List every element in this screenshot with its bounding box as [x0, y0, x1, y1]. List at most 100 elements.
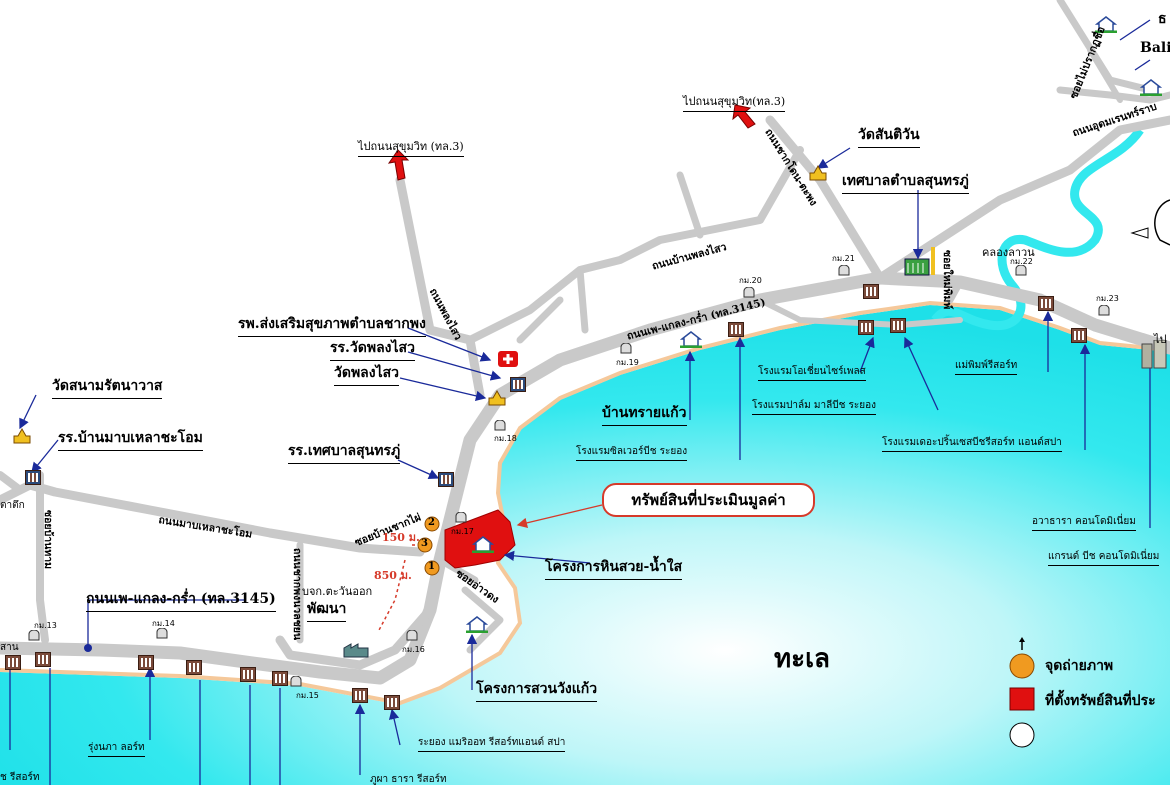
hotel-icon: [384, 695, 400, 710]
label-palm-marine: โรงแรมปาล์ม มาลีบีช ระยอง: [752, 398, 877, 415]
km-label: กม.19: [616, 358, 639, 367]
label-school-municipal: รร.เทศบาลสุนทรภู่: [288, 440, 401, 464]
house-icon: [466, 616, 488, 633]
km-post-icon: [1015, 265, 1027, 276]
road-label-soi-left: ซอยบ้านทาม: [42, 510, 54, 570]
distance-850: 850 ม.: [374, 569, 412, 582]
label-road-phe-klaeng-left: ถนนเพ-แกลง-กร่ำ (ทล.3145): [86, 588, 276, 612]
legend-photo-label: จุดถ่ายภาพ: [1045, 658, 1114, 674]
river: [931, 127, 1144, 331]
km-label: กม.15: [296, 691, 319, 700]
hotel-icon: [858, 320, 874, 335]
label-project-hin: โครงการหินสวย-น้ำใส: [545, 556, 683, 580]
label-to-sukhumvit-right: ไปถนนสุขุมวิท(ทล.3): [683, 92, 786, 112]
label-wat-santiwan: วัดสันติวัน: [858, 124, 920, 148]
callout-leader: [516, 504, 603, 528]
distance-150: 150 ม.: [382, 531, 420, 544]
label-rung-kanda: รุ่งนภา ลอร์ท: [88, 740, 145, 757]
condo-icon: [1141, 340, 1167, 369]
temple-icon: [488, 390, 506, 406]
label-avatara: อวาธารา คอนโดมิเนี่ยม: [1032, 514, 1136, 531]
legend-subject-symbol: [1009, 687, 1035, 711]
photo-point-3: [417, 537, 433, 553]
km-post-icon: [156, 628, 168, 639]
km-label: กม.14: [152, 619, 175, 628]
photo-point-number: 3: [421, 538, 428, 549]
hotel-icon: [1071, 328, 1087, 343]
km-post-icon: [620, 343, 632, 354]
label-phuna: ภูผา ธารา รีสอร์ท: [370, 772, 447, 785]
hotel-icon: [728, 322, 744, 337]
label-municipality: เทศบาลตำบลสุนทรภู่: [842, 170, 969, 194]
photo-point-number: 2: [428, 517, 435, 528]
hotel-icon: [5, 655, 21, 670]
km-label: กม.16: [402, 645, 425, 654]
location-dot: [84, 644, 92, 652]
photo-points: [417, 516, 440, 576]
hotel-icon: [890, 318, 906, 333]
label-khlong: คลองลาวน: [982, 246, 1035, 259]
hotel-icon: [352, 688, 368, 703]
label-top-right: ธ: [1158, 11, 1167, 27]
road-label-soi-khlong: ซอยใหม่พิมพ์: [941, 250, 953, 310]
house-icon: [680, 331, 702, 348]
road-network: [0, 0, 1170, 685]
school-icon: [438, 472, 454, 487]
km-post-icon: [494, 420, 506, 431]
hospital-icon: [498, 351, 518, 367]
label-resort-left: ช รีสอร์ท: [0, 772, 40, 783]
legend-empty-symbol: [1009, 722, 1035, 748]
label-silver-beach: โรงแรมซิลเวอร์บีช ระยอง: [576, 444, 688, 461]
hotel-icon: [138, 655, 154, 670]
km-label: กม.22: [1010, 257, 1033, 266]
sea-label: ทะเล: [774, 644, 830, 674]
label-bali: Bali I: [1140, 40, 1170, 56]
label-ocean-sky: โรงแรมโอเชี่ยนไซร์เพลส: [758, 364, 866, 381]
label-ban-saikaew: บ้านทรายแก้ว: [602, 402, 687, 426]
label-school-banmab: รร.บ้านมาบเหลาชะโอม: [58, 427, 203, 451]
label-wat-sanamrat: วัดสนามรัตนาวาส: [52, 375, 163, 399]
fish-icon: [1130, 227, 1149, 239]
house-icon: [1140, 79, 1162, 96]
label-grand-beach: แกรนด์ บีช คอนโดมิเนี่ยม: [1048, 549, 1160, 566]
label-marriott: ระยอง แมริออท รีสอร์ทแอนด์ สปา: [418, 735, 566, 752]
photo-point-1: [424, 560, 440, 576]
label-maephim: แม่พิมพ์รีสอร์ท: [955, 358, 1018, 375]
hotel-icon: [35, 652, 51, 667]
roundabout-icon: [1154, 199, 1170, 246]
label-to-right: ไป: [1154, 333, 1167, 346]
house-icon: [472, 536, 494, 553]
km-post-icon: [455, 512, 467, 523]
label-left-edge1: สาน: [0, 642, 19, 653]
arrow-sukhumvit-right: [732, 104, 756, 129]
municipality-icon: [904, 247, 935, 276]
hotel-icon: [272, 671, 288, 686]
km-label: กม.13: [34, 621, 57, 630]
label-school-wat: รร.วัดพลงไสว: [330, 337, 415, 361]
leader-lines: [9, 19, 1151, 785]
photo-point-2: [424, 516, 440, 532]
photo-point-number: 1: [428, 561, 435, 572]
km-label: กม.23: [1096, 294, 1119, 303]
distance-850-line: [377, 559, 406, 633]
km-post-icon: [838, 265, 850, 276]
label-project-suan: โครงการสวนวังแก้ว: [476, 678, 598, 702]
beach-line: [0, 300, 1170, 706]
km-post-icon: [406, 630, 418, 641]
temple-icon: [13, 428, 31, 444]
hotel-icon: [1038, 296, 1054, 311]
label-to-sukhumvit-left: ไปถนนสุขุมวิท (ทล.3): [358, 137, 464, 157]
school-icon: [510, 377, 526, 392]
km-post-icon: [1098, 305, 1110, 316]
label-company: บจก.ตะวันออก: [302, 585, 373, 598]
hotel-icon: [186, 660, 202, 675]
km-label: กม.20: [739, 276, 762, 285]
legend-photo-symbol: [1009, 653, 1035, 679]
hotel-icon: [240, 667, 256, 682]
km-label: กม.17: [451, 527, 474, 536]
school-icon: [25, 470, 41, 485]
sea: [0, 305, 1170, 785]
house-icon: [1095, 16, 1117, 33]
